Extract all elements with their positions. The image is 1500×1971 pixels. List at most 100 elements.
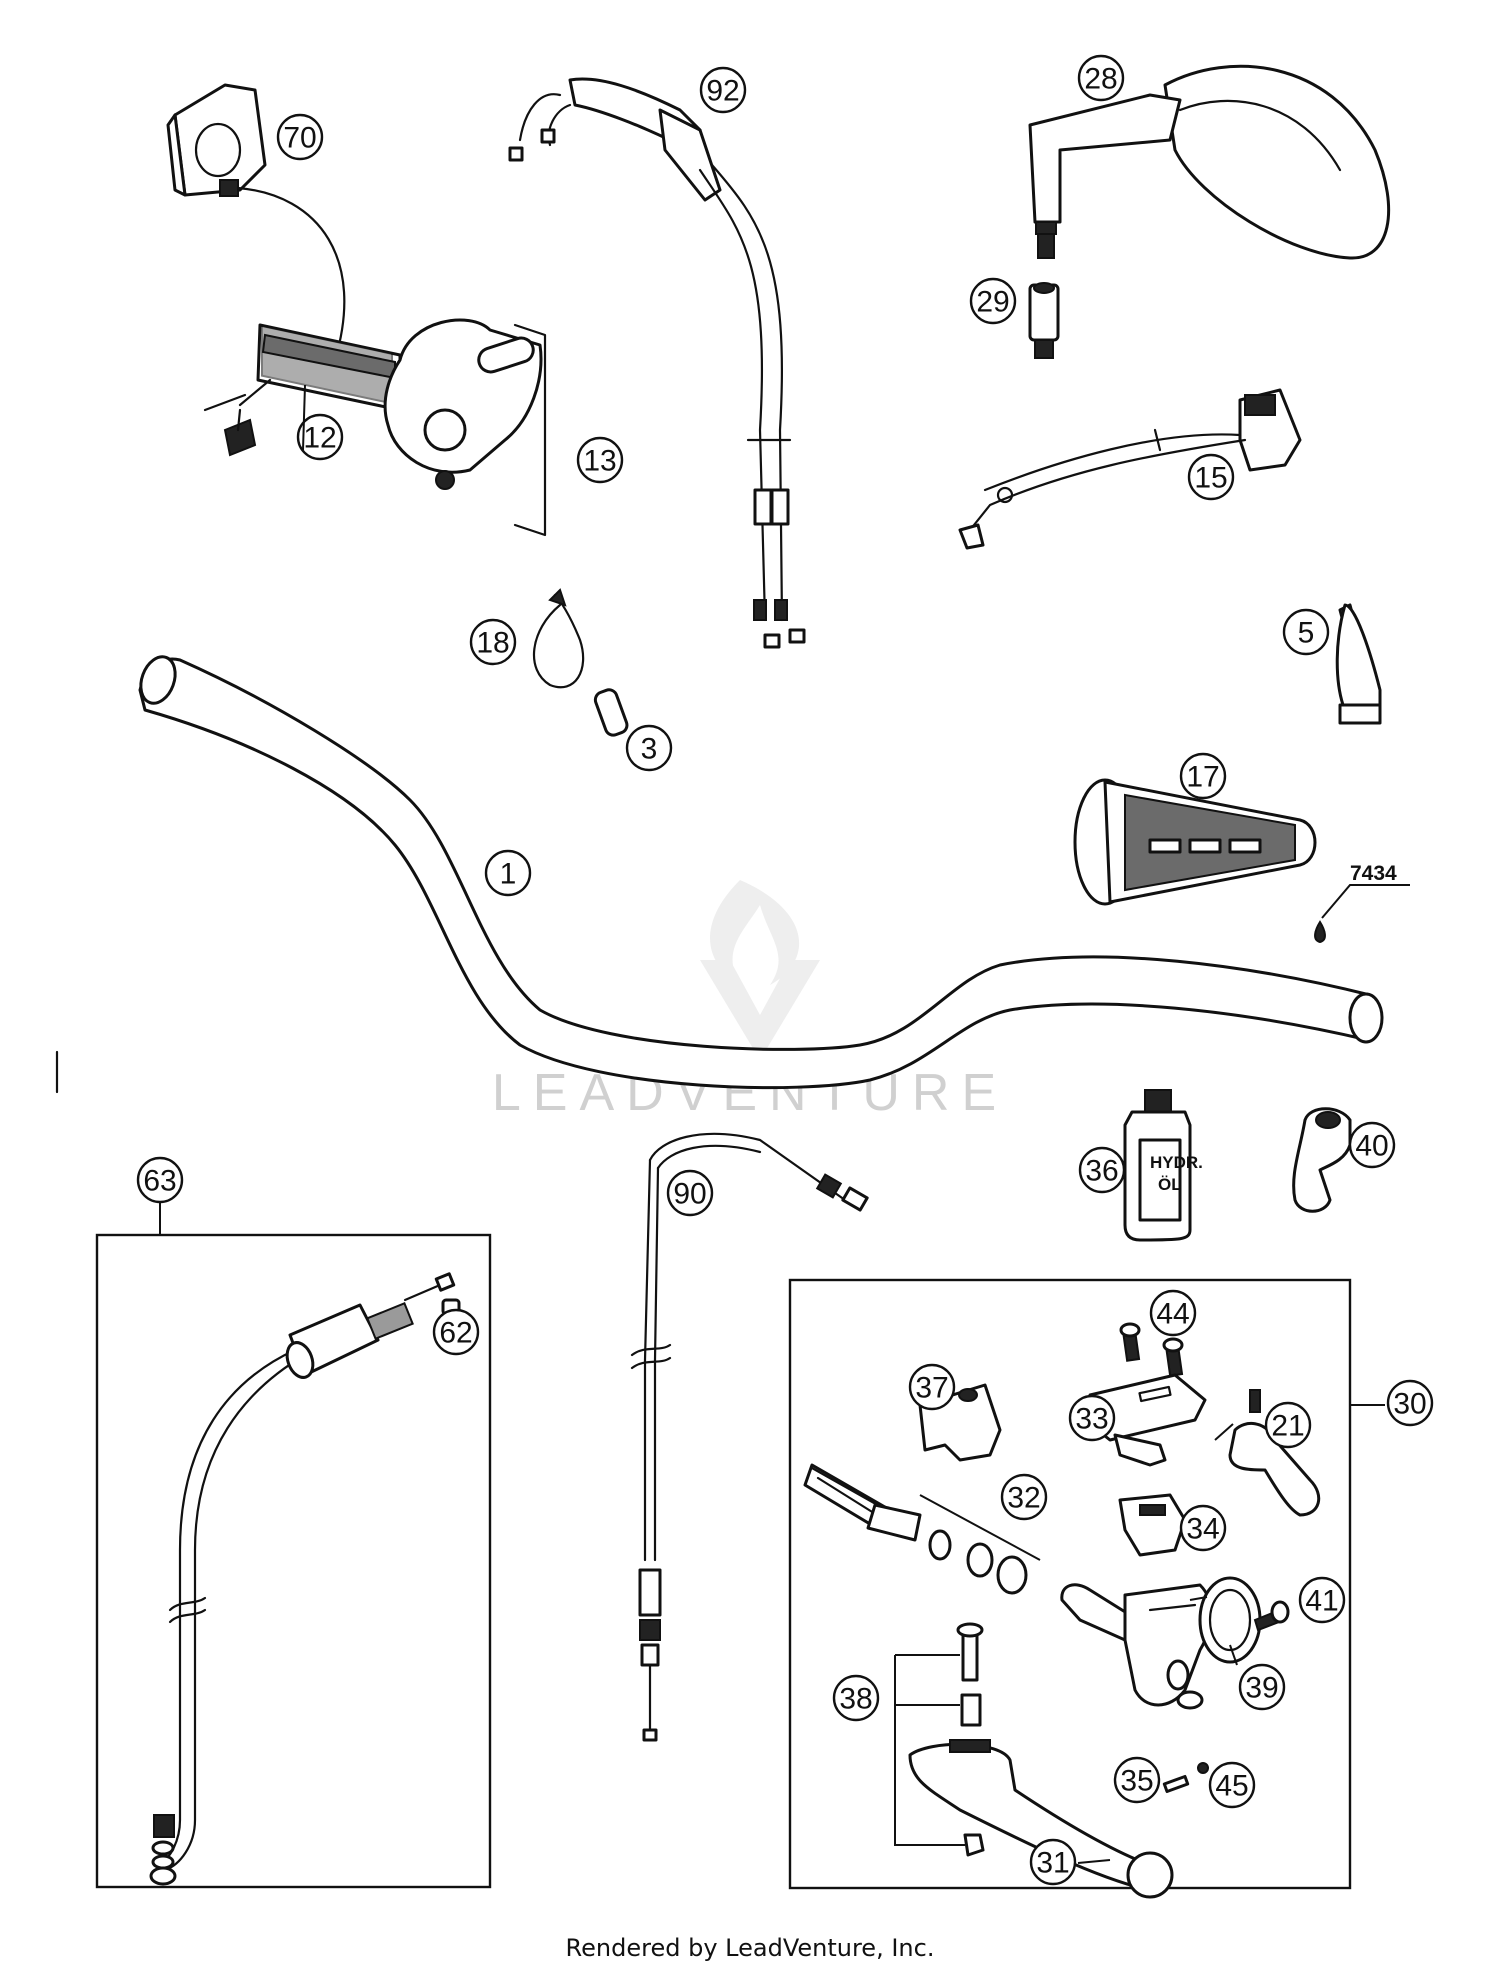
callout-number: 36 <box>1085 1155 1118 1188</box>
callout-number: 17 <box>1186 761 1219 794</box>
callout-number: 34 <box>1186 1513 1219 1546</box>
box-63 <box>95 1233 492 1889</box>
callout-circle <box>136 1156 184 1204</box>
part-35-pushrod <box>1162 1774 1190 1794</box>
callout-circle <box>1264 1401 1312 1449</box>
callout-number: 5 <box>1298 617 1315 650</box>
callout-5: 5 <box>1282 608 1330 656</box>
callout-38: 38 <box>832 1674 880 1722</box>
callout-29: 29 <box>969 277 1017 325</box>
callout-number: 90 <box>673 1178 706 1211</box>
callout-number: 63 <box>143 1165 176 1198</box>
callout-number: 35 <box>1120 1765 1153 1798</box>
callout-90: 90 <box>666 1169 714 1217</box>
part-18-cable-tie <box>532 588 585 689</box>
callout-number: 15 <box>1194 462 1227 495</box>
callout-leaders <box>302 384 1238 1864</box>
part-34-bellows <box>1118 1493 1187 1557</box>
callout-3: 3 <box>625 724 673 772</box>
part-33-cover <box>1083 1373 1207 1467</box>
part-28-mirror <box>1028 64 1391 260</box>
part-29-mirror-adapter <box>1028 282 1060 359</box>
callout-18: 18 <box>469 618 517 666</box>
callout-circle <box>1348 1121 1396 1169</box>
callout-62: 62 <box>432 1308 480 1356</box>
callout-30: 30 <box>1386 1379 1434 1427</box>
callout-circle <box>625 724 673 772</box>
callout-number: 40 <box>1355 1130 1388 1163</box>
bottle-label-oel: ÖL <box>1158 1175 1182 1194</box>
callout-number: 29 <box>976 286 1009 319</box>
callout-31: 31 <box>1029 1838 1077 1886</box>
part-92-throttle-cables <box>508 77 806 649</box>
callout-circle <box>1238 1663 1286 1711</box>
part-36-hydraulic-oil <box>1123 1089 1192 1242</box>
callout-circle <box>1208 1761 1256 1809</box>
part-44-screws <box>1119 1322 1184 1377</box>
callout-70: 70 <box>276 113 324 161</box>
callout-circle <box>1113 1756 1161 1804</box>
part-45-screw <box>1197 1762 1209 1774</box>
callout-44: 44 <box>1149 1289 1197 1337</box>
callout-number: 45 <box>1215 1770 1248 1803</box>
callout-number: 62 <box>439 1317 472 1350</box>
callout-number: 1 <box>500 858 517 891</box>
callout-circle <box>969 277 1017 325</box>
footer-credit: Rendered by LeadVenture, Inc. <box>565 1934 935 1962</box>
callout-circle <box>908 1363 956 1411</box>
callout-circle <box>484 849 532 897</box>
callout-number: 3 <box>641 733 658 766</box>
callout-circle <box>1187 453 1235 501</box>
callout-63: 63 <box>136 1156 184 1204</box>
part-13-throttle-housing <box>383 318 547 537</box>
callout-33: 33 <box>1068 1394 1116 1442</box>
callout-circle <box>1179 752 1227 800</box>
callout-number: 41 <box>1305 1585 1338 1618</box>
callout-circle <box>1078 1146 1126 1194</box>
part-31-brake-lever <box>908 1739 1174 1899</box>
callout-39: 39 <box>1238 1663 1286 1711</box>
callout-circle <box>1068 1394 1116 1442</box>
callout-circle <box>1029 1838 1077 1886</box>
callout-circle <box>666 1169 714 1217</box>
callout-circle <box>1149 1289 1197 1337</box>
part-38-pivot <box>894 1622 985 1857</box>
callout-circle <box>469 618 517 666</box>
callout-number: 30 <box>1393 1388 1426 1421</box>
callout-32: 32 <box>1000 1473 1048 1521</box>
part-15-kill-switch <box>958 388 1302 550</box>
callout-number: 44 <box>1156 1298 1189 1331</box>
part-3-sleeve <box>593 688 629 737</box>
label-7434: 7434 <box>1350 862 1397 885</box>
callout-15: 15 <box>1187 453 1235 501</box>
callout-37: 37 <box>908 1363 956 1411</box>
part-12-throttle-grip <box>203 323 402 457</box>
part-40-clamp <box>1292 1107 1352 1213</box>
callout-number: 38 <box>839 1683 872 1716</box>
part-63-clutch-cable <box>149 1272 456 1886</box>
callout-number: 12 <box>303 422 336 455</box>
callout-number: 37 <box>915 1372 948 1405</box>
part-1-handlebar <box>138 655 1384 1090</box>
callout-circle <box>276 113 324 161</box>
callout-circle <box>432 1308 480 1356</box>
watermark-logo <box>700 880 820 1060</box>
callout-92: 92 <box>699 66 747 114</box>
callout-circle <box>699 66 747 114</box>
callout-circle <box>1179 1504 1227 1552</box>
callout-circle <box>1282 608 1330 656</box>
callout-number: 92 <box>706 75 739 108</box>
callout-21: 21 <box>1264 1401 1312 1449</box>
callout-number: 33 <box>1075 1403 1108 1436</box>
callout-number: 28 <box>1084 63 1117 96</box>
callout-circle <box>296 413 344 461</box>
callouts: 70 92 28 29 12 13 15 18 5 3 17 1 63 90 36 40 62 44 37 33 21 3… <box>136 54 1434 1886</box>
callout-28: 28 <box>1077 54 1125 102</box>
callout-number: 13 <box>583 445 616 478</box>
callout-45: 45 <box>1208 1761 1256 1809</box>
callout-36: 36 <box>1078 1146 1126 1194</box>
callout-number: 18 <box>476 627 509 660</box>
callout-circle <box>1386 1379 1434 1427</box>
callout-circle <box>1000 1473 1048 1521</box>
